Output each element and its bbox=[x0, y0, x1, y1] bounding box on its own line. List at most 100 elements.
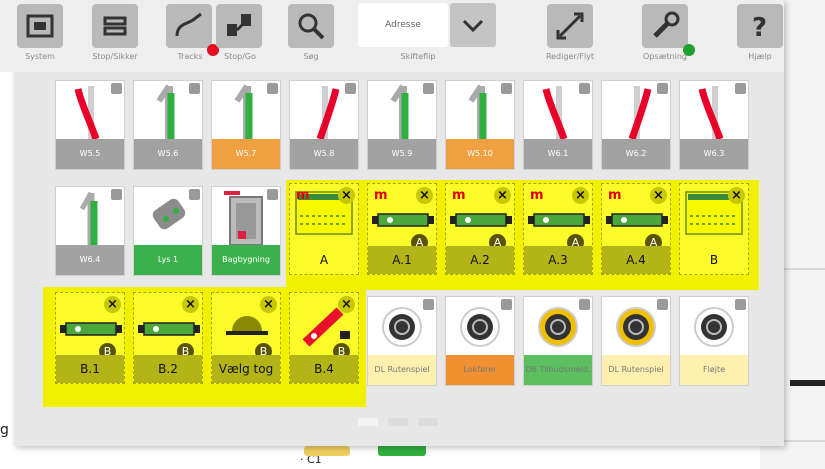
settings-label: Opsætning bbox=[643, 52, 687, 61]
tracks-button[interactable] bbox=[166, 4, 212, 48]
page-indicator-3[interactable] bbox=[418, 418, 438, 426]
help-label: Hjælp bbox=[748, 52, 772, 61]
close-icon[interactable]: × bbox=[338, 187, 355, 204]
settings-status-icon bbox=[683, 44, 695, 56]
switch-graphic bbox=[212, 81, 280, 141]
tile-menu-icon[interactable] bbox=[189, 189, 200, 200]
accessory-tile[interactable]: Lys 1 bbox=[133, 186, 203, 276]
tile-menu-icon[interactable] bbox=[501, 83, 512, 94]
stop-button[interactable] bbox=[92, 4, 138, 48]
edit-button[interactable] bbox=[547, 4, 593, 48]
switch-label: W5.10 bbox=[446, 139, 514, 169]
accessory-tile[interactable]: W6.4 bbox=[55, 186, 125, 276]
accessory-icon bbox=[79, 191, 98, 245]
page-indicator-2[interactable] bbox=[388, 418, 408, 426]
switch-tile[interactable]: W5.6 bbox=[133, 80, 203, 170]
sound-label: DB Tilbudsmeld. bbox=[524, 355, 592, 385]
tile-menu-icon[interactable] bbox=[657, 83, 668, 94]
close-icon[interactable]: × bbox=[182, 296, 199, 313]
switch-icon bbox=[74, 86, 100, 141]
close-icon[interactable]: × bbox=[650, 187, 667, 204]
system-button[interactable] bbox=[17, 4, 63, 48]
page-indicator-1[interactable] bbox=[358, 418, 378, 426]
tile-menu-icon[interactable] bbox=[423, 299, 434, 310]
tile-menu-icon[interactable] bbox=[267, 83, 278, 94]
switch-graphic bbox=[368, 81, 436, 141]
maerklin-logo: m bbox=[530, 188, 544, 203]
tile-menu-icon[interactable] bbox=[189, 83, 200, 94]
switch-tile[interactable]: W5.8 bbox=[289, 80, 359, 170]
tile-menu-icon[interactable] bbox=[423, 83, 434, 94]
search-button[interactable] bbox=[288, 4, 334, 48]
group-tile-label: B.2 bbox=[134, 355, 202, 383]
switch-icon bbox=[156, 84, 175, 139]
search-icon bbox=[298, 13, 325, 40]
switch-icon bbox=[542, 86, 568, 141]
group-tile[interactable]: m×A bbox=[289, 183, 359, 275]
tile-menu-icon[interactable] bbox=[111, 83, 122, 94]
switch-label: W6.2 bbox=[602, 139, 670, 169]
tile-menu-icon[interactable] bbox=[111, 189, 122, 200]
group-graphic bbox=[368, 184, 436, 248]
accessory-icon bbox=[224, 191, 263, 246]
sound-tile[interactable]: DB Tilbudsmeld. bbox=[523, 296, 593, 386]
close-icon[interactable]: × bbox=[728, 187, 745, 204]
sound-tile[interactable]: DL Rutenspiel bbox=[601, 296, 671, 386]
close-icon[interactable]: × bbox=[104, 296, 121, 313]
switch-label: W5.8 bbox=[290, 139, 358, 169]
switch-graphic bbox=[680, 81, 748, 141]
sound-graphic bbox=[446, 297, 514, 357]
loco-icon bbox=[138, 322, 200, 336]
switch-tile[interactable]: W5.9 bbox=[367, 80, 437, 170]
stop-go-icon bbox=[227, 14, 251, 36]
switch-tile[interactable]: W5.7 bbox=[211, 80, 281, 170]
accessory-dropdown-button[interactable] bbox=[450, 3, 496, 47]
switch-graphic bbox=[524, 81, 592, 141]
tile-menu-icon[interactable] bbox=[345, 83, 356, 94]
tile-menu-icon[interactable] bbox=[657, 299, 668, 310]
sound-label: Lokfører bbox=[446, 355, 514, 385]
switch-label: W6.1 bbox=[524, 139, 592, 169]
tile-menu-icon[interactable] bbox=[579, 299, 590, 310]
accessory-icon bbox=[152, 198, 186, 230]
switch-tile[interactable]: W5.10 bbox=[445, 80, 515, 170]
tile-menu-icon[interactable] bbox=[735, 83, 746, 94]
close-icon[interactable]: × bbox=[494, 187, 511, 204]
sound-tile[interactable]: DL Rutenspiel bbox=[367, 296, 437, 386]
accessory-tile[interactable]: Bagbygning bbox=[211, 186, 281, 276]
loco-icon bbox=[528, 213, 590, 227]
switch-tile[interactable]: W5.5 bbox=[55, 80, 125, 170]
tile-menu-icon[interactable] bbox=[735, 299, 746, 310]
settings-button[interactable] bbox=[642, 4, 688, 48]
close-icon[interactable]: × bbox=[338, 296, 355, 313]
help-button[interactable]: ? bbox=[737, 4, 783, 48]
group-tile[interactable]: ×B bbox=[679, 183, 749, 275]
switch-tile[interactable]: W6.1 bbox=[523, 80, 593, 170]
accessory-label: Skifteflip bbox=[400, 52, 436, 61]
close-icon[interactable]: × bbox=[260, 296, 277, 313]
switch-tile[interactable]: W6.2 bbox=[601, 80, 671, 170]
sound-graphic bbox=[680, 297, 748, 357]
accessory-name-field[interactable]: Adresse bbox=[358, 3, 448, 47]
switch-tile[interactable]: W6.3 bbox=[679, 80, 749, 170]
close-icon[interactable]: × bbox=[572, 187, 589, 204]
sound-tile[interactable]: Lokfører bbox=[445, 296, 515, 386]
group-graphic bbox=[602, 184, 670, 248]
stop-go-button[interactable] bbox=[216, 4, 262, 48]
close-icon[interactable]: × bbox=[416, 187, 433, 204]
sound-tile[interactable]: Fløjte bbox=[679, 296, 749, 386]
tile-menu-icon[interactable] bbox=[501, 299, 512, 310]
group-tile-label: B.4 bbox=[290, 355, 358, 383]
tile-menu-icon[interactable] bbox=[579, 83, 590, 94]
speaker-icon bbox=[694, 307, 734, 347]
group-graphic bbox=[524, 184, 592, 248]
tile-menu-icon[interactable] bbox=[267, 189, 278, 200]
